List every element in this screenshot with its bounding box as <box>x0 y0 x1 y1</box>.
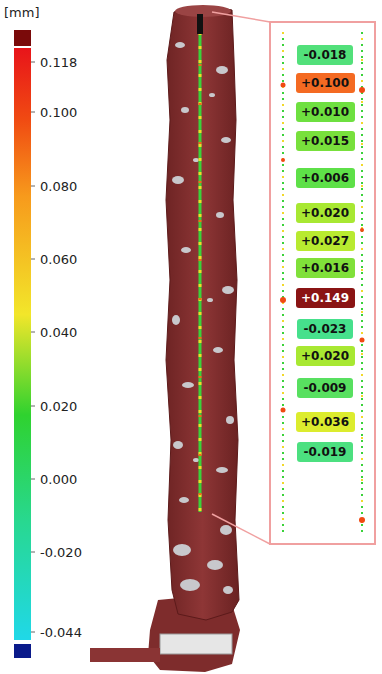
measure-line <box>199 18 202 512</box>
zoom-box <box>270 22 375 544</box>
scale-value: 0.080 <box>40 180 77 193</box>
deviation-value: -0.019 <box>304 445 347 459</box>
deviation-value: +0.020 <box>301 206 349 220</box>
deviation-tag: -0.019 <box>297 442 353 462</box>
deviation-value: +0.027 <box>301 234 349 248</box>
deviation-tag: +0.016 <box>296 258 355 278</box>
scale-value: 0.040 <box>40 326 77 339</box>
deviation-tag: +0.149 <box>296 288 355 308</box>
scale-value: -0.044 <box>40 626 82 639</box>
scale-value: 0.100 <box>40 106 77 119</box>
deviation-value: +0.020 <box>301 349 349 363</box>
measure-line-peak <box>199 25 202 512</box>
deviation-value: +0.015 <box>301 134 349 148</box>
color-bar <box>14 48 31 640</box>
scale-value: 0.000 <box>40 473 77 486</box>
underflow-swatch <box>14 644 31 658</box>
deviation-tag: +0.027 <box>296 231 355 251</box>
deviation-tag: -0.018 <box>297 45 353 65</box>
color-bar-ticks <box>31 62 35 632</box>
deviation-tag: -0.009 <box>297 378 353 398</box>
scale-value: 0.060 <box>40 253 77 266</box>
profile-line-hi <box>282 32 284 532</box>
profile-line <box>361 32 363 532</box>
deviation-tag: +0.020 <box>296 346 355 366</box>
zoom-leader <box>212 12 270 22</box>
base-plate <box>160 634 232 654</box>
deviation-value: +0.149 <box>301 291 349 305</box>
deviation-value: +0.100 <box>301 76 349 90</box>
deviation-tag: +0.010 <box>296 102 355 122</box>
deviation-tag: +0.015 <box>296 131 355 151</box>
line-start <box>197 14 203 34</box>
deviation-tag: -0.023 <box>297 319 353 339</box>
profile-line <box>282 32 284 532</box>
deviation-tag: +0.036 <box>296 412 355 432</box>
deviation-value: +0.016 <box>301 261 349 275</box>
profile-peaks <box>280 83 365 524</box>
profile-line-hi <box>361 38 363 532</box>
base-edge <box>90 648 160 662</box>
scanned-cylinder <box>166 6 239 620</box>
deviation-value: +0.036 <box>301 415 349 429</box>
unit-label: [mm] <box>4 6 39 19</box>
deviation-value: -0.023 <box>304 322 347 336</box>
deviation-value: -0.018 <box>304 48 347 62</box>
scale-value: 0.118 <box>40 56 77 69</box>
deviation-value: +0.010 <box>301 105 349 119</box>
zoom-leader <box>212 514 270 544</box>
deviation-tag: +0.100 <box>296 73 355 93</box>
measure-line-hi <box>199 18 202 512</box>
deviation-tag: +0.006 <box>296 168 355 188</box>
overflow-swatch <box>14 30 31 46</box>
surface-gaps <box>172 42 234 594</box>
scale-value: 0.020 <box>40 400 77 413</box>
deviation-value: +0.006 <box>301 171 349 185</box>
deviation-value: -0.009 <box>304 381 347 395</box>
deviation-tag: +0.020 <box>296 203 355 223</box>
scale-value: -0.020 <box>40 546 82 559</box>
